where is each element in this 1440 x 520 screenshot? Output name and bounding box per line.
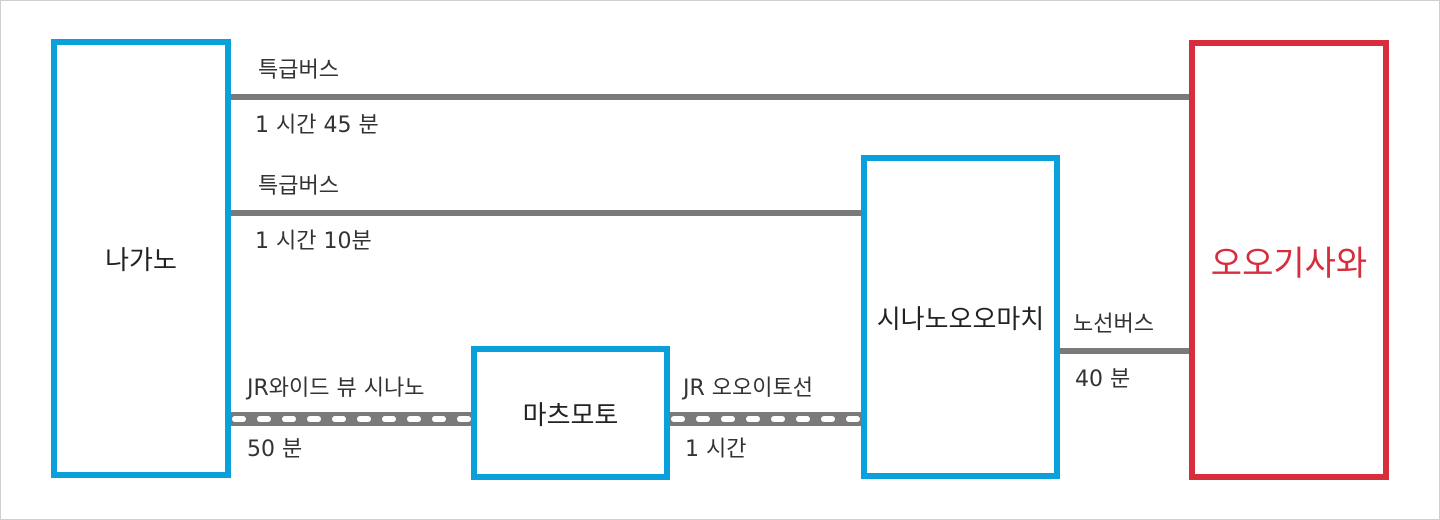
rail-dot	[746, 416, 760, 422]
route-time-label: 1 시간 45 분	[255, 113, 379, 138]
station-ogisawa: 오오기사와	[1189, 40, 1389, 480]
route-type-label: 특급버스	[258, 174, 339, 199]
station-matsumoto: 마츠모토	[471, 346, 670, 480]
route-time-label: 1 시간 10분	[255, 229, 372, 254]
route-type-label: JR와이드 뷰 시나노	[247, 376, 425, 401]
rail-dot	[457, 416, 471, 422]
rail-line-jr-wide-view	[228, 412, 474, 426]
rail-dot	[407, 416, 421, 422]
route-line-local-bus	[1057, 348, 1192, 354]
rail-dot	[771, 416, 785, 422]
rail-dot	[696, 416, 710, 422]
route-line-express-omachi	[228, 210, 864, 216]
route-line-express-ogisawa	[228, 94, 1192, 100]
rail-dot	[846, 416, 860, 422]
rail-dot	[821, 416, 835, 422]
rail-dots	[232, 416, 471, 422]
rail-dot	[432, 416, 446, 422]
rail-dot	[257, 416, 271, 422]
station-nagano: 나가노	[51, 39, 231, 478]
station-label: 마츠모토	[522, 400, 619, 431]
station-label: 시나노오오마치	[876, 304, 1045, 335]
route-type-label: 특급버스	[258, 58, 339, 83]
rail-dot	[282, 416, 296, 422]
rail-dot	[232, 416, 246, 422]
rail-dot	[382, 416, 396, 422]
rail-dot	[721, 416, 735, 422]
rail-dot	[796, 416, 810, 422]
rail-dot	[671, 416, 685, 422]
destination-label: 오오기사와	[1210, 243, 1368, 284]
route-time-label: 40 분	[1075, 367, 1131, 392]
rail-dots	[671, 416, 860, 422]
rail-dot	[357, 416, 371, 422]
route-time-label: 1 시간	[685, 437, 747, 462]
station-label: 나가노	[105, 246, 177, 276]
rail-line-jr-oito	[667, 412, 864, 426]
rail-dot	[332, 416, 346, 422]
route-type-label: JR 오오이토선	[683, 376, 813, 401]
route-type-label: 노선버스	[1073, 312, 1154, 337]
station-shinano-omachi: 시나노오오마치	[861, 155, 1060, 479]
route-time-label: 50 분	[247, 437, 303, 462]
rail-dot	[307, 416, 321, 422]
